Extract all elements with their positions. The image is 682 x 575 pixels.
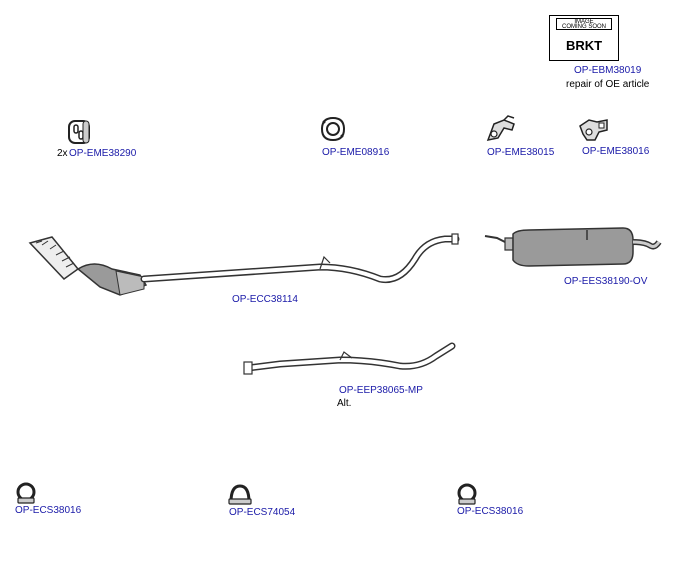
clamp-icon [457,483,477,505]
badge-line-2: COMING SOON [561,24,606,30]
part-code-ebm38019[interactable]: OP-EBM38019 [574,65,642,76]
clamp-icon [228,484,252,505]
part-note-ebm38019: repair of OE article [566,79,650,90]
part-code-eme38015[interactable]: OP-EME38015 [487,147,555,158]
bracket-label: BRKT [565,38,603,53]
badge-line-1: IMAGE [574,19,594,25]
image-coming-soon-badge: IMAGE COMING SOON [556,18,612,30]
rear-silencer-icon [484,227,662,267]
bracket-image-placeholder: IMAGE COMING SOON BRKT [549,15,619,61]
bracket-icon [579,119,608,141]
gasket-icon [320,116,346,142]
intermediate-pipe-icon [243,342,456,375]
part-code-eme38016[interactable]: OP-EME38016 [582,146,650,157]
clamp-icon [16,482,36,504]
part-code-ecs38016-a[interactable]: OP-ECS38016 [15,505,82,516]
catalytic-converter-pipe-icon [28,233,460,296]
bracket-icon [486,115,515,142]
part-code-ees38190[interactable]: OP-EES38190-OV [564,276,648,287]
part-code-eep38065[interactable]: OP-EEP38065-MP [339,385,423,396]
part-code-eme38290[interactable]: OP-EME38290 [69,148,137,159]
part-code-ecs74054[interactable]: OP-ECS74054 [229,507,296,518]
rubber-hanger-icon [68,120,90,144]
quantity-eme38290: 2x [57,148,68,159]
part-note-eep38065: Alt. [337,398,352,409]
part-code-ecs38016-b[interactable]: OP-ECS38016 [457,506,524,517]
part-code-ecc38114[interactable]: OP-ECC38114 [232,294,298,305]
part-code-eme08916[interactable]: OP-EME08916 [322,147,390,158]
